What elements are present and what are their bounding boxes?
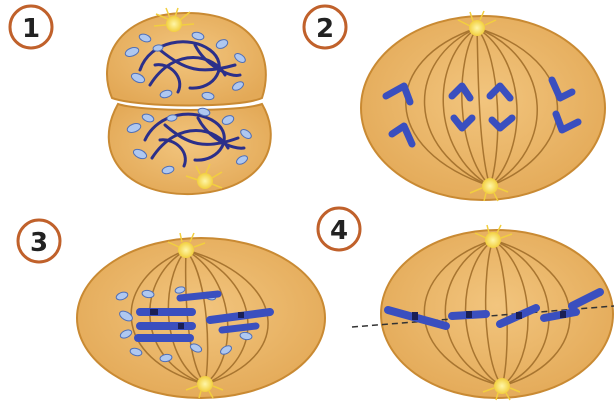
stage-2-badge: 2 [304,6,346,48]
stage-4-number: 4 [330,216,348,246]
bottom-daughter-cell [109,104,271,194]
cytokinesis-cells [107,8,271,194]
anaphase-cell-membrane [361,16,605,200]
stage-1-number: 1 [22,14,40,44]
stage-3-number: 3 [30,228,48,258]
stage-1-badge: 1 [10,6,52,48]
stage-2-number: 2 [316,14,334,44]
stage-3-badge: 3 [18,220,60,262]
prometaphase-cell [77,233,325,398]
stage-4-badge: 4 [318,208,360,250]
metaphase-cell [352,225,614,400]
anaphase-cell [361,11,605,201]
